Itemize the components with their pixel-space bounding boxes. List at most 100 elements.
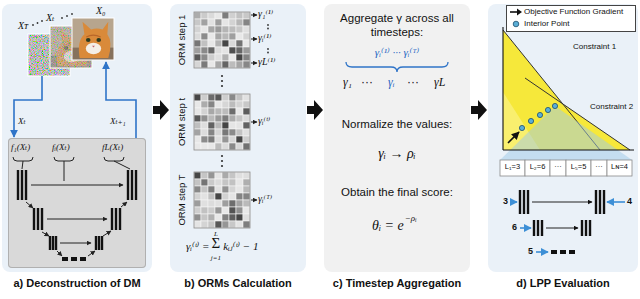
step-label: ORM step T <box>177 174 188 225</box>
interior-point <box>552 103 557 108</box>
orm-heatmap <box>215 47 222 54</box>
math-label: γᵢ → ρᵢ <box>378 146 416 162</box>
orm-heatmap <box>229 26 236 33</box>
layer-bars <box>523 190 525 214</box>
ellipsis-dots <box>267 24 269 26</box>
arrow-sample <box>510 11 518 13</box>
orm-heatmap <box>243 12 250 19</box>
clean-image <box>72 18 114 60</box>
orm-heatmap <box>222 122 229 129</box>
row-arrows <box>251 15 257 200</box>
ellipsis-dots <box>61 17 63 19</box>
orm-heatmap <box>201 33 208 40</box>
orm-heatmap <box>194 115 201 122</box>
feature-brackets <box>13 157 33 161</box>
layer-bars <box>119 208 121 230</box>
orm-heatmap <box>215 207 222 214</box>
orm-heatmap <box>208 193 215 200</box>
ellipsis-dots <box>221 85 223 87</box>
orm-heatmap <box>229 136 236 143</box>
orm-heatmap <box>201 19 208 26</box>
skip-arrows <box>88 251 95 256</box>
layer-bars <box>135 170 137 200</box>
orm-heatmap <box>222 129 229 136</box>
orm-heatmap <box>243 19 250 26</box>
orm-heatmap <box>229 221 236 228</box>
orm-heatmap <box>194 61 201 68</box>
math-label: γᵢ⁽ᵀ⁾ <box>258 193 272 205</box>
skip-arrows <box>57 251 62 256</box>
legend-text: Objective Function Gradient <box>524 7 623 16</box>
orm-heatmap <box>215 61 222 68</box>
layer-bars <box>33 208 35 230</box>
text-label: ··· <box>407 76 419 90</box>
bottleneck <box>551 250 575 254</box>
orm-heatmap <box>215 19 222 26</box>
row-arrows <box>251 200 257 201</box>
orm-heatmap <box>243 108 250 115</box>
point-sample <box>509 19 523 29</box>
orm-heatmap <box>215 214 222 221</box>
orm-heatmap <box>194 221 201 228</box>
node-text: fᵢ(Xₜ) <box>52 142 70 152</box>
text-label: ··· <box>595 163 603 172</box>
interior-point <box>519 103 557 130</box>
panel-caption: c) Timestep Aggregation <box>324 277 470 290</box>
row-arrows <box>251 15 257 16</box>
text-label: 3 <box>503 196 508 206</box>
grid-frame <box>194 94 250 150</box>
orm-heatmap <box>236 61 243 68</box>
table-cell <box>500 160 632 176</box>
orm-heatmap <box>229 115 236 122</box>
axis <box>503 149 634 150</box>
orm-heatmap <box>222 101 229 108</box>
math-label: −ρᵢ <box>405 213 417 223</box>
orm-heatmap <box>208 33 215 40</box>
orm-heatmap <box>201 61 208 68</box>
orm-heatmap <box>201 143 208 150</box>
orm-heatmap <box>229 33 236 40</box>
table-cell <box>607 160 632 176</box>
orm-heatmap <box>194 143 201 150</box>
layer-bars <box>95 236 97 250</box>
feature-brackets <box>104 157 124 161</box>
orm-heatmap <box>229 214 236 221</box>
orm-heatmap <box>236 193 243 200</box>
node-text: Obtain the final score: <box>332 186 462 200</box>
interior-point <box>519 125 524 130</box>
skip-arrows <box>42 232 49 236</box>
orm-heatmap <box>243 47 250 54</box>
interior-point <box>545 107 550 112</box>
orm-heatmap <box>236 26 243 33</box>
orm-heatmap <box>194 129 201 136</box>
skip-arrows <box>546 228 578 229</box>
orm-heatmap <box>229 40 236 47</box>
skip-arrows <box>60 243 91 244</box>
orm-heatmap <box>229 186 236 193</box>
orm-heatmap <box>243 26 250 33</box>
layer-bars <box>21 170 23 200</box>
orm-heatmap <box>215 54 222 61</box>
ellipsis-dots <box>221 75 223 77</box>
math-label: γL⁽¹⁾ <box>258 56 275 68</box>
orm-heatmap <box>229 172 236 179</box>
gradient-arrow <box>508 132 519 143</box>
orm-heatmap <box>215 101 222 108</box>
orm-heatmap <box>208 186 215 193</box>
pruning-arrow <box>607 201 625 203</box>
orm-heatmap <box>215 115 222 122</box>
orm-heatmap <box>201 214 208 221</box>
orm-heatmap <box>194 40 201 47</box>
orm-heatmap <box>229 179 236 186</box>
ellipsis-dots <box>41 20 43 22</box>
layer-bars <box>17 170 19 200</box>
orm-heatmap <box>236 172 243 179</box>
flow-arrow <box>471 100 487 120</box>
legend-text: Interior Point <box>524 19 569 28</box>
math-label: Xᴛ <box>18 20 28 32</box>
bottleneck <box>80 257 86 261</box>
orm-heatmap <box>208 179 215 186</box>
orm-heatmap <box>236 200 243 207</box>
orm-heatmap <box>208 221 215 228</box>
panel: b) ORMs Calculation <box>170 4 306 272</box>
